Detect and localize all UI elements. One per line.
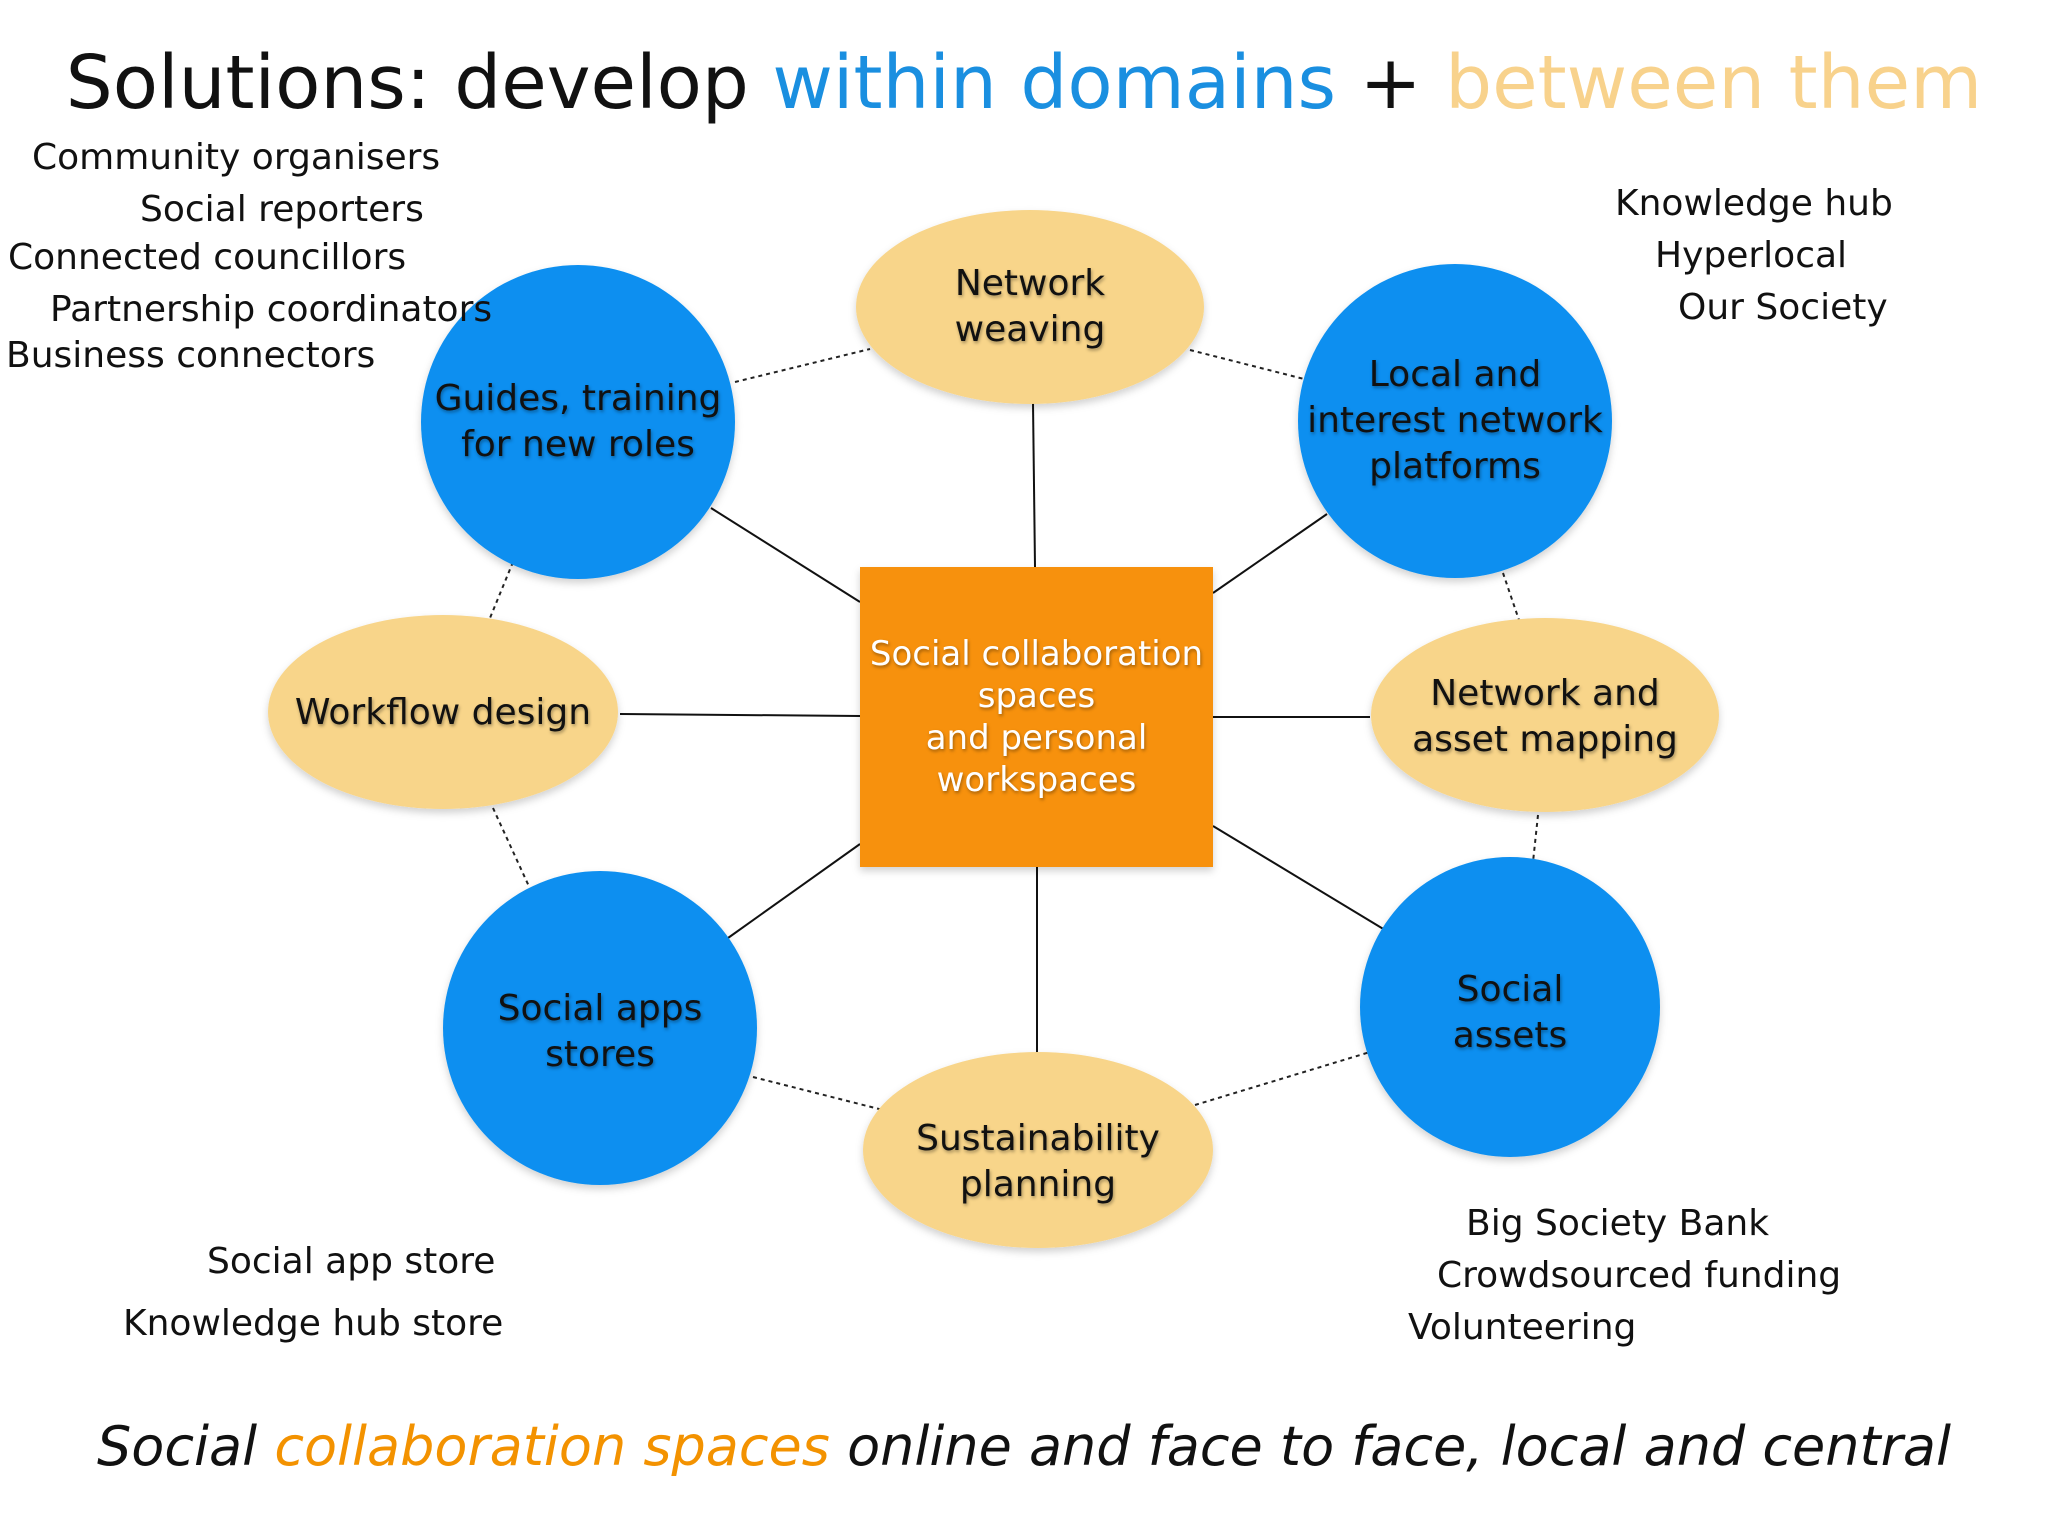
note-volunteering: Volunteering <box>1408 1307 1637 1348</box>
network-weaving-label: Network weaving <box>856 257 1204 357</box>
spoke-workflow <box>619 713 861 717</box>
note-community-organisers: Community organisers <box>32 137 441 178</box>
title-between: between them <box>1445 40 1983 126</box>
workflow-design-label: Workflow design <box>268 687 618 739</box>
local-platforms-line3: platforms <box>1369 446 1541 487</box>
note-connected-councillors: Connected councillors <box>8 237 407 278</box>
slide-title: Solutions: develop within domains + betw… <box>0 38 2048 128</box>
workflow-line1: Workflow design <box>294 692 592 733</box>
asset-mapping-label: Network and asset mapping <box>1371 667 1719 767</box>
center-line3: and personal <box>925 718 1148 758</box>
note-social-reporters: Social reporters <box>140 189 424 230</box>
tagline-pre: Social <box>97 1415 258 1478</box>
spoke-guides <box>710 507 861 603</box>
center-label: Social collaboration spaces and personal… <box>860 567 1213 867</box>
note-social-app-store: Social app store <box>207 1241 496 1282</box>
center-square[interactable] <box>860 567 1213 867</box>
title-part1: Solutions: develop <box>65 40 749 126</box>
dotted-link-workflow-apps <box>492 807 533 894</box>
network-weaving-ellipse[interactable] <box>856 210 1204 404</box>
tagline: Social collaboration spaces online and f… <box>0 1412 2048 1482</box>
title-plus: + <box>1359 40 1422 126</box>
local-platforms-line2: interest network <box>1307 400 1603 441</box>
guides-circle[interactable] <box>421 265 735 579</box>
social-apps-line1: Social apps <box>497 988 703 1029</box>
sustainability-label: Sustainability planning <box>863 1112 1213 1212</box>
dotted-link-weaving-platforms <box>1189 349 1309 381</box>
guides-line2: for new roles <box>461 424 695 465</box>
title-within: within domains <box>772 40 1337 126</box>
spoke-assets <box>1212 825 1386 931</box>
note-our-society: Our Society <box>1678 287 1888 328</box>
network-weaving-line2: weaving <box>954 309 1106 350</box>
center-line1: Social collaboration <box>869 634 1204 674</box>
network-weaving-line1: Network <box>954 263 1106 304</box>
sustainability-ellipse[interactable] <box>863 1052 1213 1248</box>
sustainability-line2: planning <box>959 1164 1117 1205</box>
sustainability-line1: Sustainability <box>916 1118 1160 1159</box>
social-apps-line2: stores <box>545 1034 655 1075</box>
tagline-accent: collaboration spaces <box>274 1415 830 1478</box>
local-platforms-label: Local and interest network platforms <box>1298 351 1612 491</box>
center-line2: spaces <box>977 676 1096 716</box>
social-assets-line2: assets <box>1452 1015 1568 1056</box>
social-assets-circle[interactable] <box>1360 857 1660 1157</box>
dotted-link-guides-workflow <box>489 561 514 619</box>
spoke-apps <box>727 843 861 939</box>
note-partnership-coordinators: Partnership coordinators <box>50 289 493 330</box>
social-assets-label: Social assets <box>1360 963 1660 1063</box>
social-apps-label: Social apps stores <box>443 982 757 1082</box>
asset-mapping-line2: asset mapping <box>1412 719 1678 760</box>
tagline-post: online and face to face, local and centr… <box>847 1415 1951 1478</box>
dotted-link-guides-weaving <box>734 348 871 383</box>
local-platforms-circle[interactable] <box>1298 264 1612 578</box>
guides-label: Guides, training for new roles <box>421 372 735 472</box>
note-hyperlocal: Hyperlocal <box>1655 235 1848 276</box>
workflow-design-ellipse[interactable] <box>268 615 618 809</box>
note-knowledge-hub-store: Knowledge hub store <box>123 1303 504 1344</box>
local-platforms-line1: Local and <box>1368 354 1542 395</box>
asset-mapping-ellipse[interactable] <box>1371 618 1719 812</box>
note-business-connectors: Business connectors <box>6 335 376 376</box>
note-big-society-bank: Big Society Bank <box>1466 1203 1770 1244</box>
guides-line1: Guides, training <box>434 378 722 419</box>
dotted-link-apps-sustainability <box>752 1076 884 1111</box>
asset-mapping-line1: Network and <box>1430 673 1660 714</box>
spoke-weaving <box>1032 402 1036 568</box>
note-crowdsourced-funding: Crowdsourced funding <box>1437 1255 1842 1296</box>
dotted-link-sustainability-assets <box>1194 1051 1371 1106</box>
dotted-link-platforms-mapping <box>1502 572 1521 624</box>
social-assets-line1: Social <box>1456 969 1564 1010</box>
social-apps-circle[interactable] <box>443 871 757 1185</box>
note-knowledge-hub: Knowledge hub <box>1615 183 1893 224</box>
dotted-link-mapping-assets <box>1532 814 1539 863</box>
center-line4: workspaces <box>936 760 1137 800</box>
spoke-platforms <box>1212 513 1328 594</box>
